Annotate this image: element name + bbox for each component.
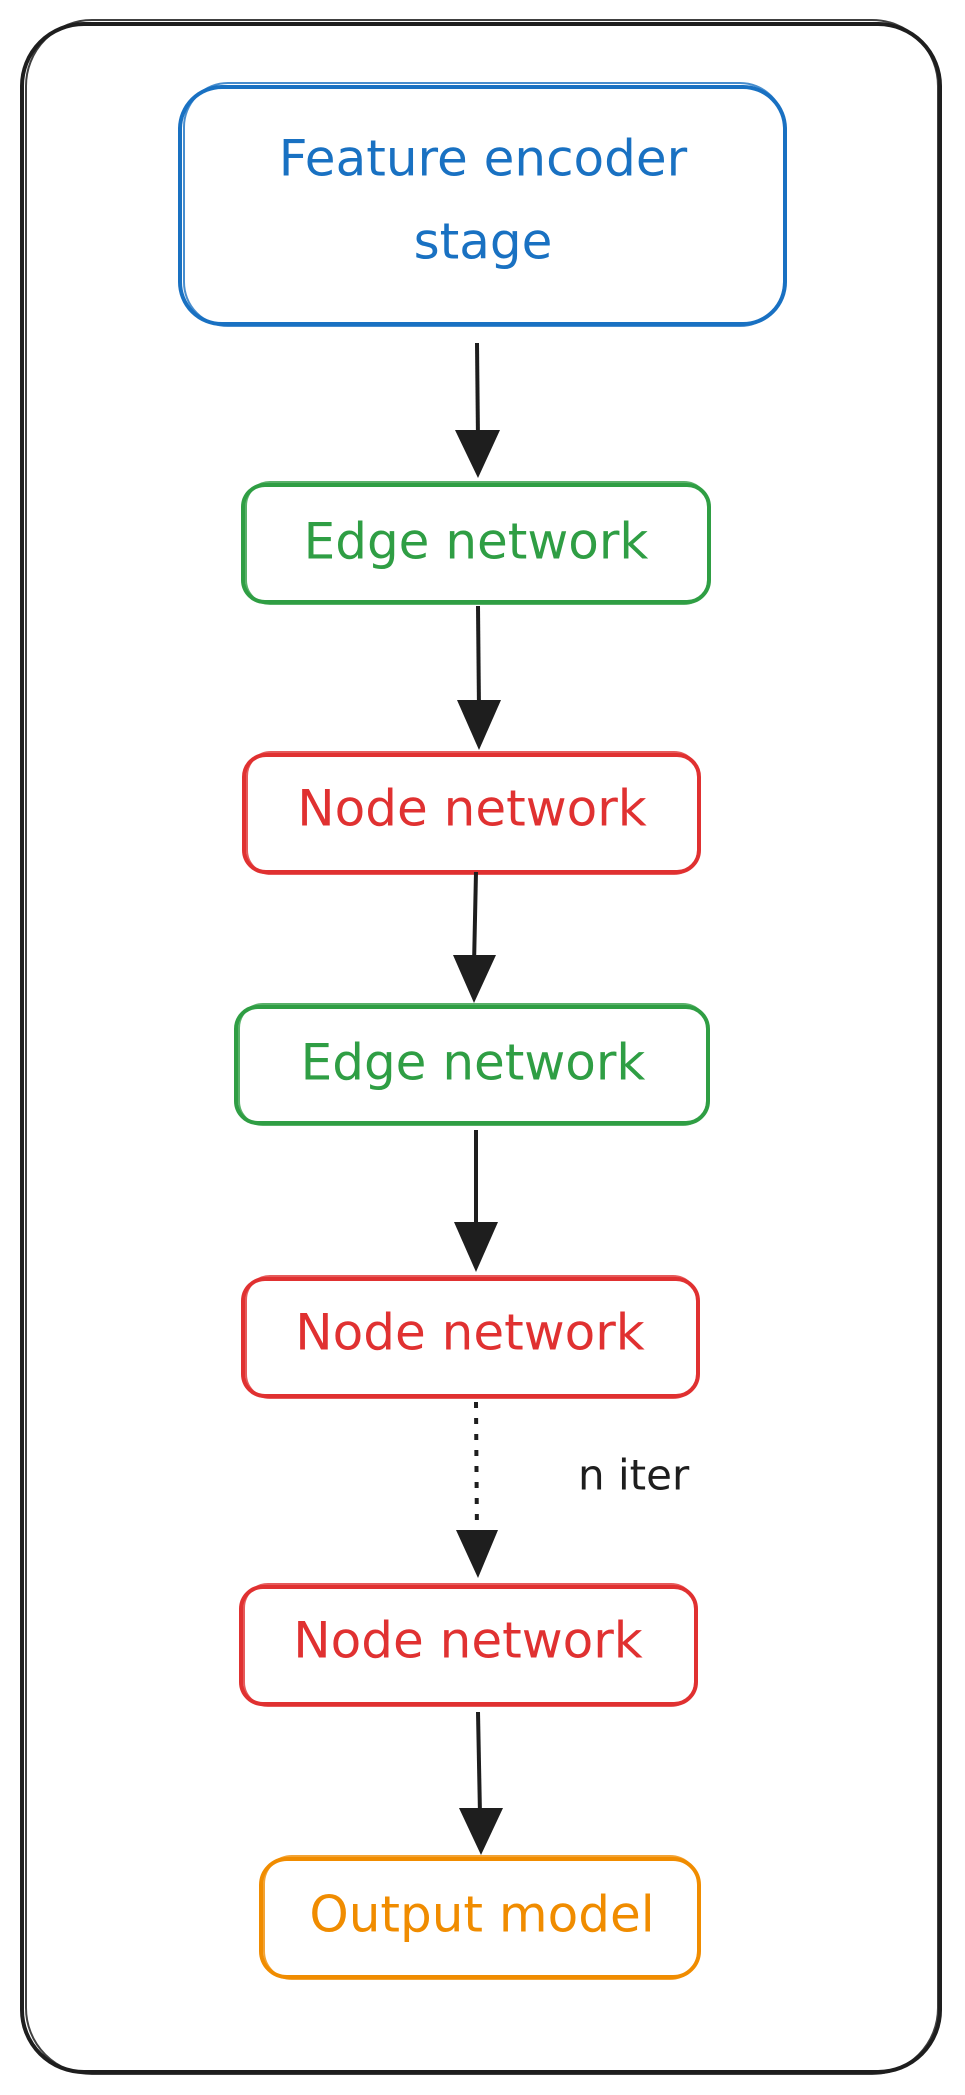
output-model-node: Output model <box>259 1855 701 1980</box>
arrow-4 <box>454 1130 498 1272</box>
node-network-node-1: Node network <box>242 751 701 875</box>
output-model-label: Output model <box>309 1886 654 1944</box>
node-network-node-3: Node network <box>239 1583 698 1707</box>
arrow-1 <box>455 342 500 478</box>
node-network-label-1: Node network <box>297 780 646 838</box>
arrow-2 <box>457 605 501 750</box>
arrow-3 <box>453 871 496 1003</box>
edge-network-node-1: Edge network <box>241 481 711 605</box>
arrow-dotted-iteration <box>456 1401 498 1578</box>
feature-encoder-label-line2: stage <box>414 213 553 271</box>
edge-network-label-1: Edge network <box>304 513 649 571</box>
edge-network-label-2: Edge network <box>301 1034 646 1092</box>
node-network-label-3: Node network <box>293 1612 642 1670</box>
iteration-label: n iter <box>578 1451 690 1500</box>
edge-network-node-2: Edge network <box>234 1003 710 1126</box>
feature-encoder-stage-node: Feature encoder stage <box>178 82 787 327</box>
feature-encoder-label-line1: Feature encoder <box>279 130 688 188</box>
outer-frame <box>20 19 942 2075</box>
node-network-node-2: Node network <box>241 1275 700 1399</box>
arrow-6 <box>459 1711 503 1855</box>
node-network-label-2: Node network <box>295 1304 644 1362</box>
